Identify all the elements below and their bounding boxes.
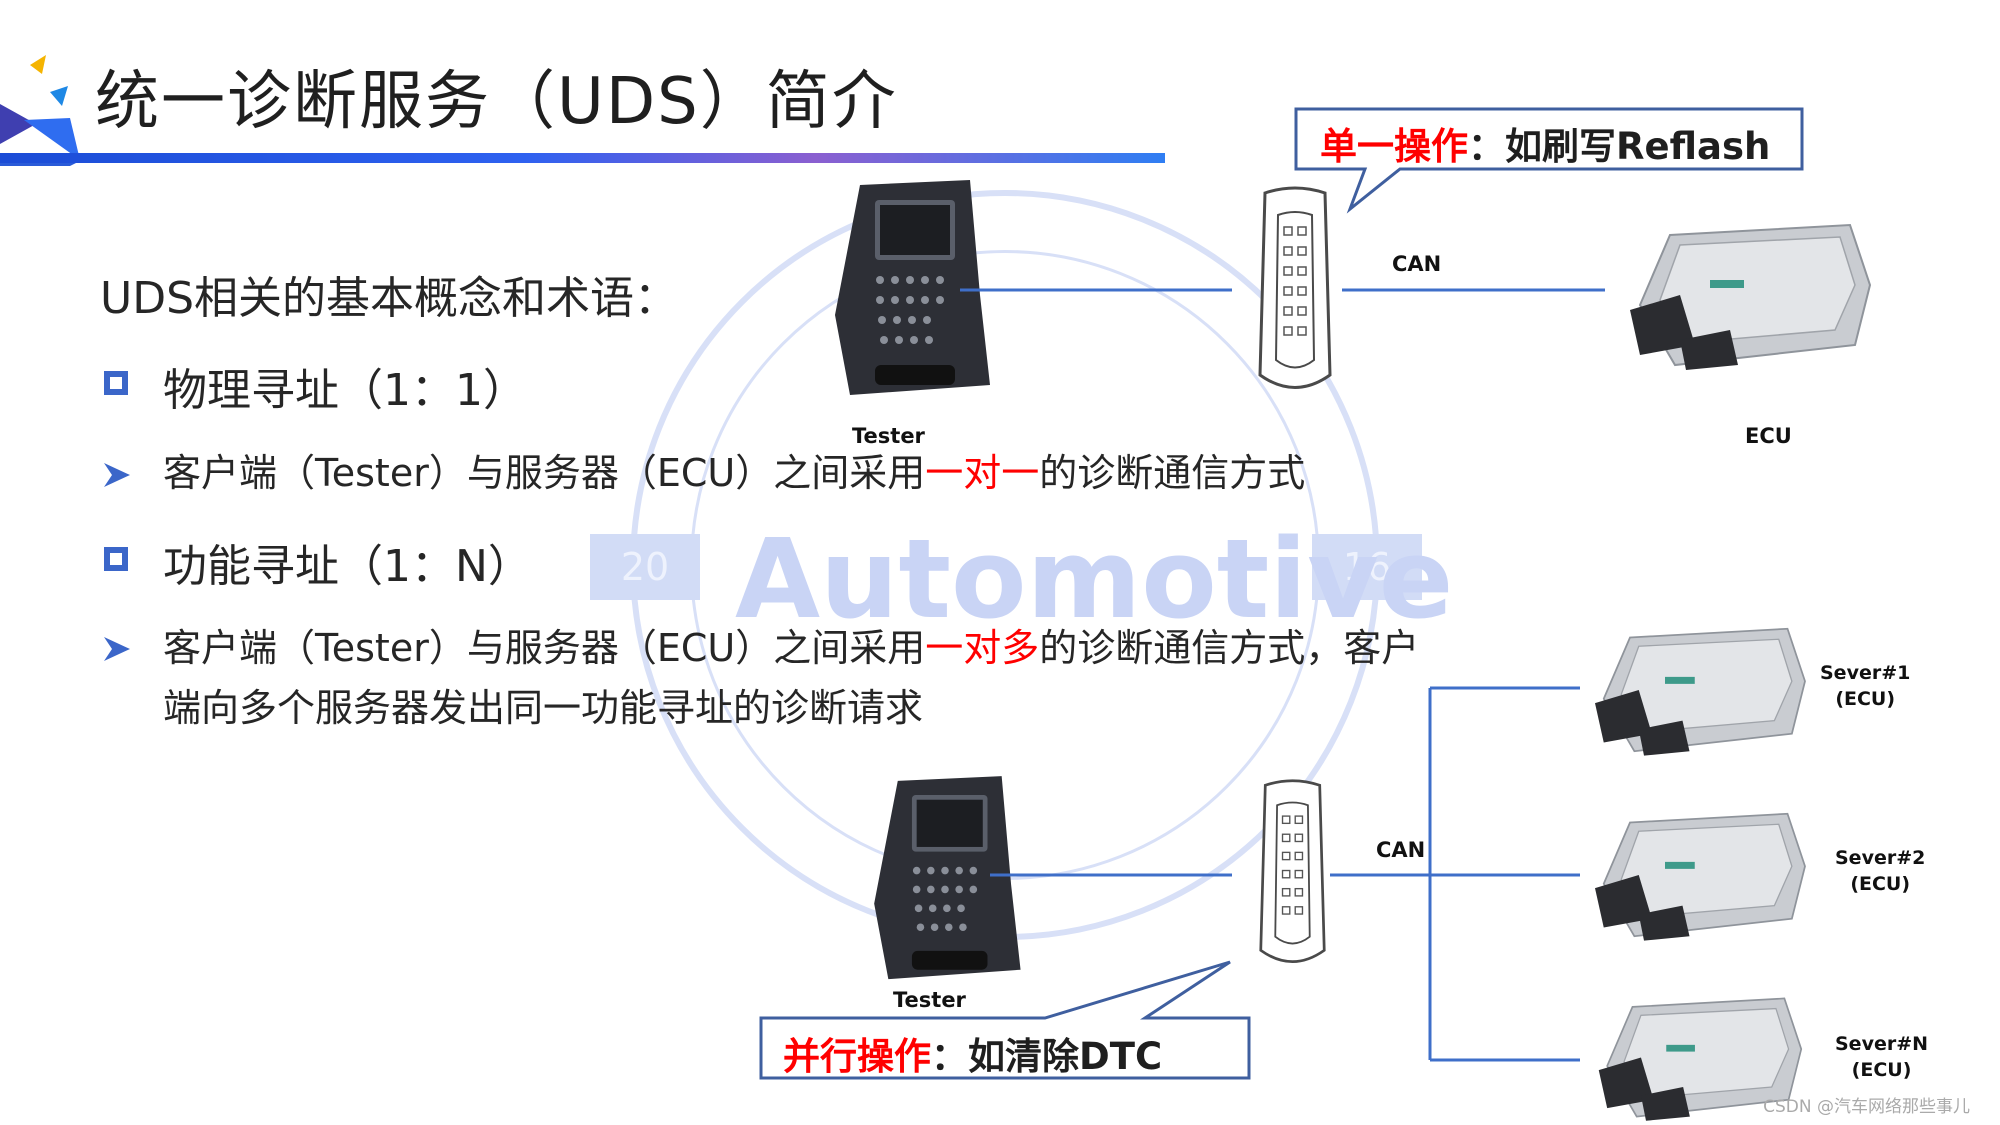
top-can-label: CAN — [1392, 252, 1442, 276]
bottom-callout-bubble — [759, 960, 1251, 1080]
intro-heading: UDS相关的基本概念和术语： — [100, 273, 679, 324]
bottom-tester-label: Tester — [893, 988, 966, 1012]
page-title: 统一诊断服务（UDS）简介 — [95, 65, 898, 139]
watermark-right-box: 16 — [1312, 534, 1422, 600]
square-bullet-icon — [104, 371, 128, 395]
functional-addressing-desc: 客户端（Tester）与服务器（ECU）之间采用一对多的诊断通信方式，客户 端向… — [163, 626, 1420, 730]
top-callout-text: 单一操作：如刷写Reflash — [1320, 125, 1771, 168]
top-tester-label: Tester — [852, 424, 925, 448]
bottom-callout-text: 并行操作：如清除DTC — [783, 1035, 1163, 1078]
top-ecu-label: ECU — [1745, 424, 1792, 448]
ecu-module-icon — [1598, 997, 1803, 1121]
top-callout-bubble — [1294, 107, 1804, 214]
physical-addressing-desc: 客户端（Tester）与服务器（ECU）之间采用一对一的诊断通信方式 — [163, 451, 1306, 495]
title-underline — [0, 153, 1165, 163]
watermark-text: Automotive — [735, 515, 1454, 643]
tester-device-icon — [835, 180, 990, 395]
obd-connector-icon — [1258, 186, 1332, 389]
server-2-label: Sever#2(ECU) — [1835, 847, 1926, 895]
physical-addressing-heading: 物理寻址（1：1） — [163, 365, 527, 416]
footer-credit: CSDN @汽车网络那些事儿 — [1763, 1097, 1970, 1117]
tester-device-icon — [874, 776, 1021, 980]
top-bus-lines — [960, 288, 1605, 292]
ecu-module-icon — [1630, 223, 1872, 370]
obd-connector-icon — [1259, 779, 1326, 963]
arrow-bullet-icon — [104, 463, 130, 487]
ecu-module-icon — [1595, 627, 1806, 756]
arrow-bullet-icon — [104, 637, 130, 661]
brand-logo — [0, 55, 86, 166]
bottom-bus-lines — [990, 686, 1580, 1062]
bottom-can-label: CAN — [1376, 838, 1426, 862]
server-n-label: Sever#N(ECU) — [1835, 1033, 1929, 1081]
ecu-module-icon — [1595, 812, 1806, 941]
server-1-label: Sever#1(ECU) — [1820, 662, 1911, 710]
square-bullet-icon — [104, 547, 128, 571]
watermark-left-box: 20 — [590, 534, 700, 600]
functional-addressing-heading: 功能寻址（1：N） — [163, 541, 532, 592]
